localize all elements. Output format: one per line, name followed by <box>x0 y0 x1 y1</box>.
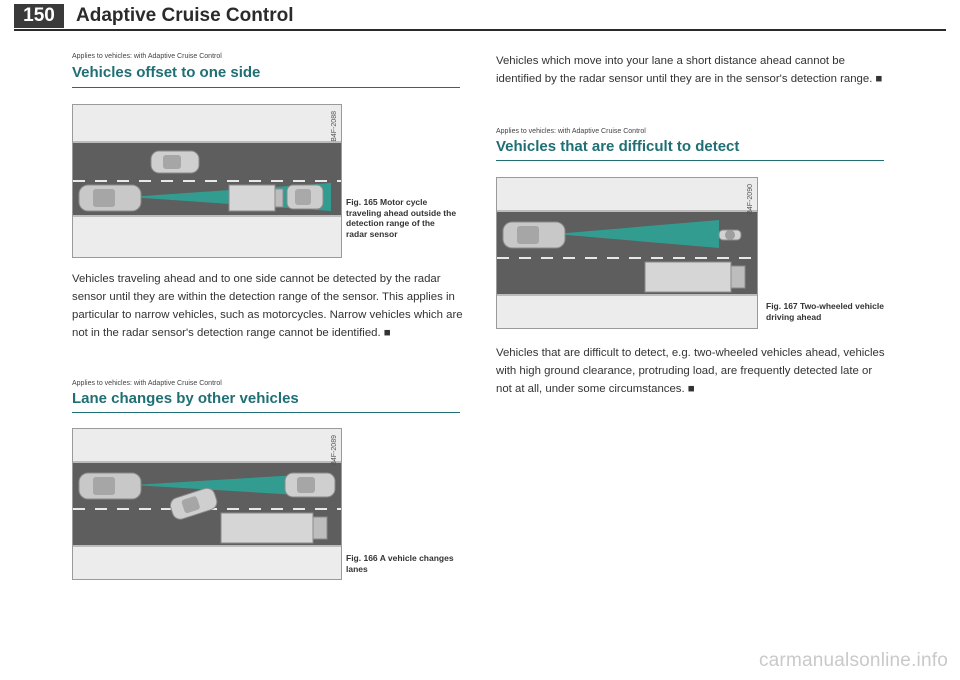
section-body: Vehicles that are difficult to detect, e… <box>496 347 885 395</box>
own-car-icon <box>78 184 142 212</box>
applies-note: Applies to vehicles: with Adaptive Cruis… <box>72 53 222 60</box>
figure-caption: Fig. 166 A vehicle changes lanes <box>346 553 454 574</box>
section-title: Vehicles that are difficult to detect <box>496 138 740 155</box>
truck-icon <box>228 184 284 212</box>
figure-caption: Fig. 167 Two-wheeled vehicle driving ahe… <box>766 301 884 322</box>
own-car-icon <box>502 221 566 249</box>
motorcycle-icon <box>286 184 324 210</box>
two-wheeler-icon <box>718 229 742 241</box>
figure-code: B4F-2088 <box>331 111 338 142</box>
own-car-icon <box>78 472 142 500</box>
section-title: Lane changes by other vehicles <box>72 390 299 407</box>
figure-166: B4F-2089 <box>72 428 342 580</box>
section-divider <box>72 412 460 413</box>
page-number: 150 <box>14 4 64 28</box>
truck-icon <box>220 512 328 544</box>
section-body: Vehicles traveling ahead and to one side… <box>72 273 463 339</box>
applies-note: Applies to vehicles: with Adaptive Cruis… <box>72 380 222 387</box>
lane-changing-car-icon <box>169 487 218 520</box>
figure-code: B4F-2089 <box>331 435 338 466</box>
road-illustration <box>73 429 341 579</box>
section-divider <box>496 160 884 161</box>
figure-code: B4F-2090 <box>747 184 754 215</box>
car-icon <box>150 150 200 174</box>
page-title: Adaptive Cruise Control <box>76 5 294 26</box>
truck-icon <box>644 261 746 293</box>
road-illustration <box>73 105 341 257</box>
header-divider <box>14 29 946 31</box>
figure-167: B4F-2090 <box>496 177 758 329</box>
section-body: Vehicles which move into your lane a sho… <box>496 55 883 85</box>
car-icon <box>284 472 336 498</box>
applies-note: Applies to vehicles: with Adaptive Cruis… <box>496 128 646 135</box>
figure-caption: Fig. 165 Motor cycle traveling ahead out… <box>346 197 457 239</box>
watermark: carmanualsonline.info <box>758 650 948 671</box>
section-divider <box>72 87 460 88</box>
section-title: Vehicles offset to one side <box>72 64 261 81</box>
road-illustration <box>497 178 757 328</box>
figure-165: B4F-2088 <box>72 104 342 258</box>
